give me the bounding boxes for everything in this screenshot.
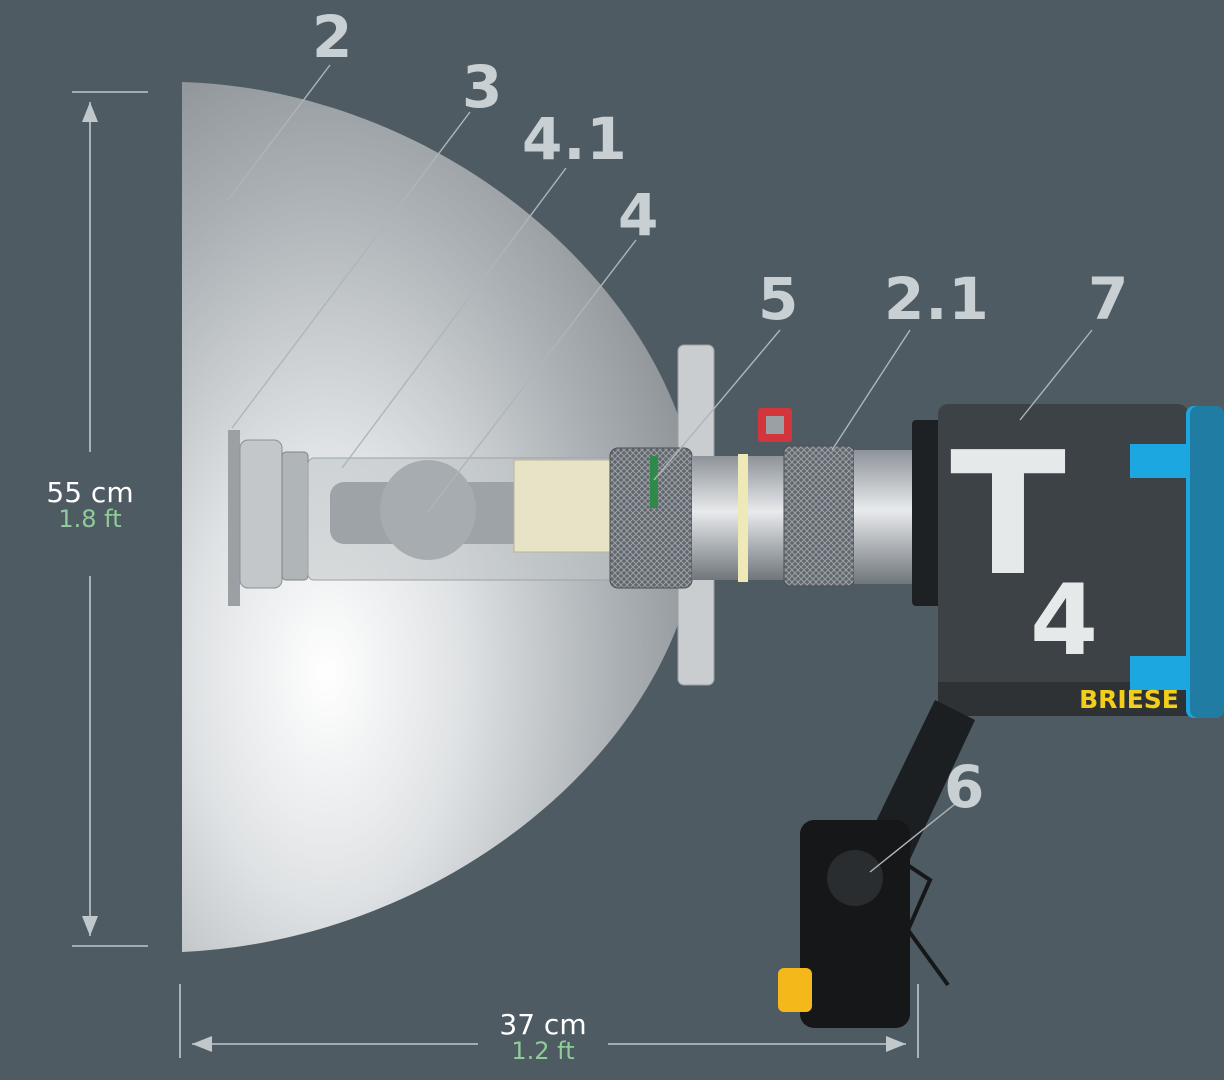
callout-4: 4: [618, 181, 660, 249]
leader-lines: [227, 64, 1093, 873]
socket-ring: [281, 451, 309, 581]
height-ft: 1.8 ft: [58, 505, 122, 534]
red-clamp-inner: [766, 416, 784, 434]
height-dimension-line: [72, 91, 148, 947]
socket-clip: [239, 439, 283, 589]
model-number: 4: [1030, 564, 1099, 678]
tube-end: [854, 450, 918, 584]
socket-plate: [228, 430, 240, 606]
ballast-housing: [938, 404, 1188, 716]
callout-7: 7: [1088, 265, 1130, 333]
model-letter: T: [950, 416, 1066, 614]
handle-grip: [1190, 406, 1224, 718]
lock-block: [800, 820, 910, 1028]
callout-2: 2: [312, 3, 354, 71]
focus-marker: [650, 456, 658, 508]
depth-cm: 37 cm: [499, 1008, 587, 1041]
flange: [912, 420, 942, 606]
brand-logo: BRIESE: [1079, 685, 1179, 714]
height-cm: 55 cm: [46, 476, 134, 509]
callout-3: 3: [462, 53, 504, 121]
callout-4-1: 4.1: [522, 105, 628, 173]
blue-handle-bottom: [1130, 656, 1186, 690]
tube-cream-band: [738, 454, 748, 582]
depth-dimension-line: [179, 984, 919, 1058]
sleeve: [513, 459, 615, 553]
callout-6: 6: [944, 753, 986, 821]
height-dimension: 55 cm 1.8 ft: [24, 478, 156, 533]
lock-knob: [827, 850, 883, 906]
depth-dimension: 37 cm 1.2 ft: [478, 1010, 608, 1065]
callout-5: 5: [758, 265, 800, 333]
tube-knurl: [783, 445, 855, 587]
bulb: [380, 460, 476, 560]
depth-ft: 1.2 ft: [511, 1037, 575, 1066]
handle-wire: [898, 858, 950, 987]
yellow-knob: [778, 968, 812, 1012]
blue-handle-bar: [1186, 406, 1224, 718]
callout-2-1: 2.1: [884, 265, 990, 333]
blue-handle-top: [1130, 444, 1186, 478]
